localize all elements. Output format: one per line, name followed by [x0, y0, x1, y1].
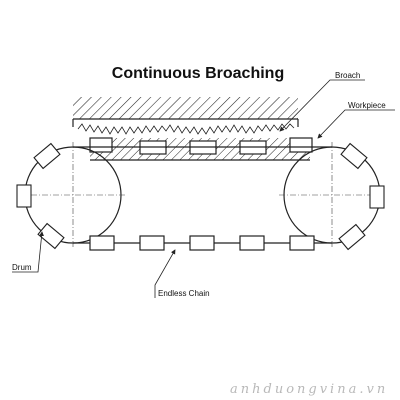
left-drum-pads — [16, 142, 65, 250]
broach — [72, 97, 299, 135]
right-drum-pads — [338, 142, 385, 251]
diagram-title: Continuous Broaching — [112, 65, 284, 82]
left-drum — [16, 142, 126, 250]
leader-lines — [12, 79, 395, 298]
label-endless-chain: Endless Chain — [158, 289, 210, 298]
label-broach: Broach — [335, 71, 360, 80]
label-workpiece: Workpiece — [348, 101, 386, 110]
bottom-chain-blocks — [89, 235, 315, 251]
label-drum: Drum — [12, 263, 32, 272]
watermark: anhduongvina.vn — [230, 382, 388, 397]
